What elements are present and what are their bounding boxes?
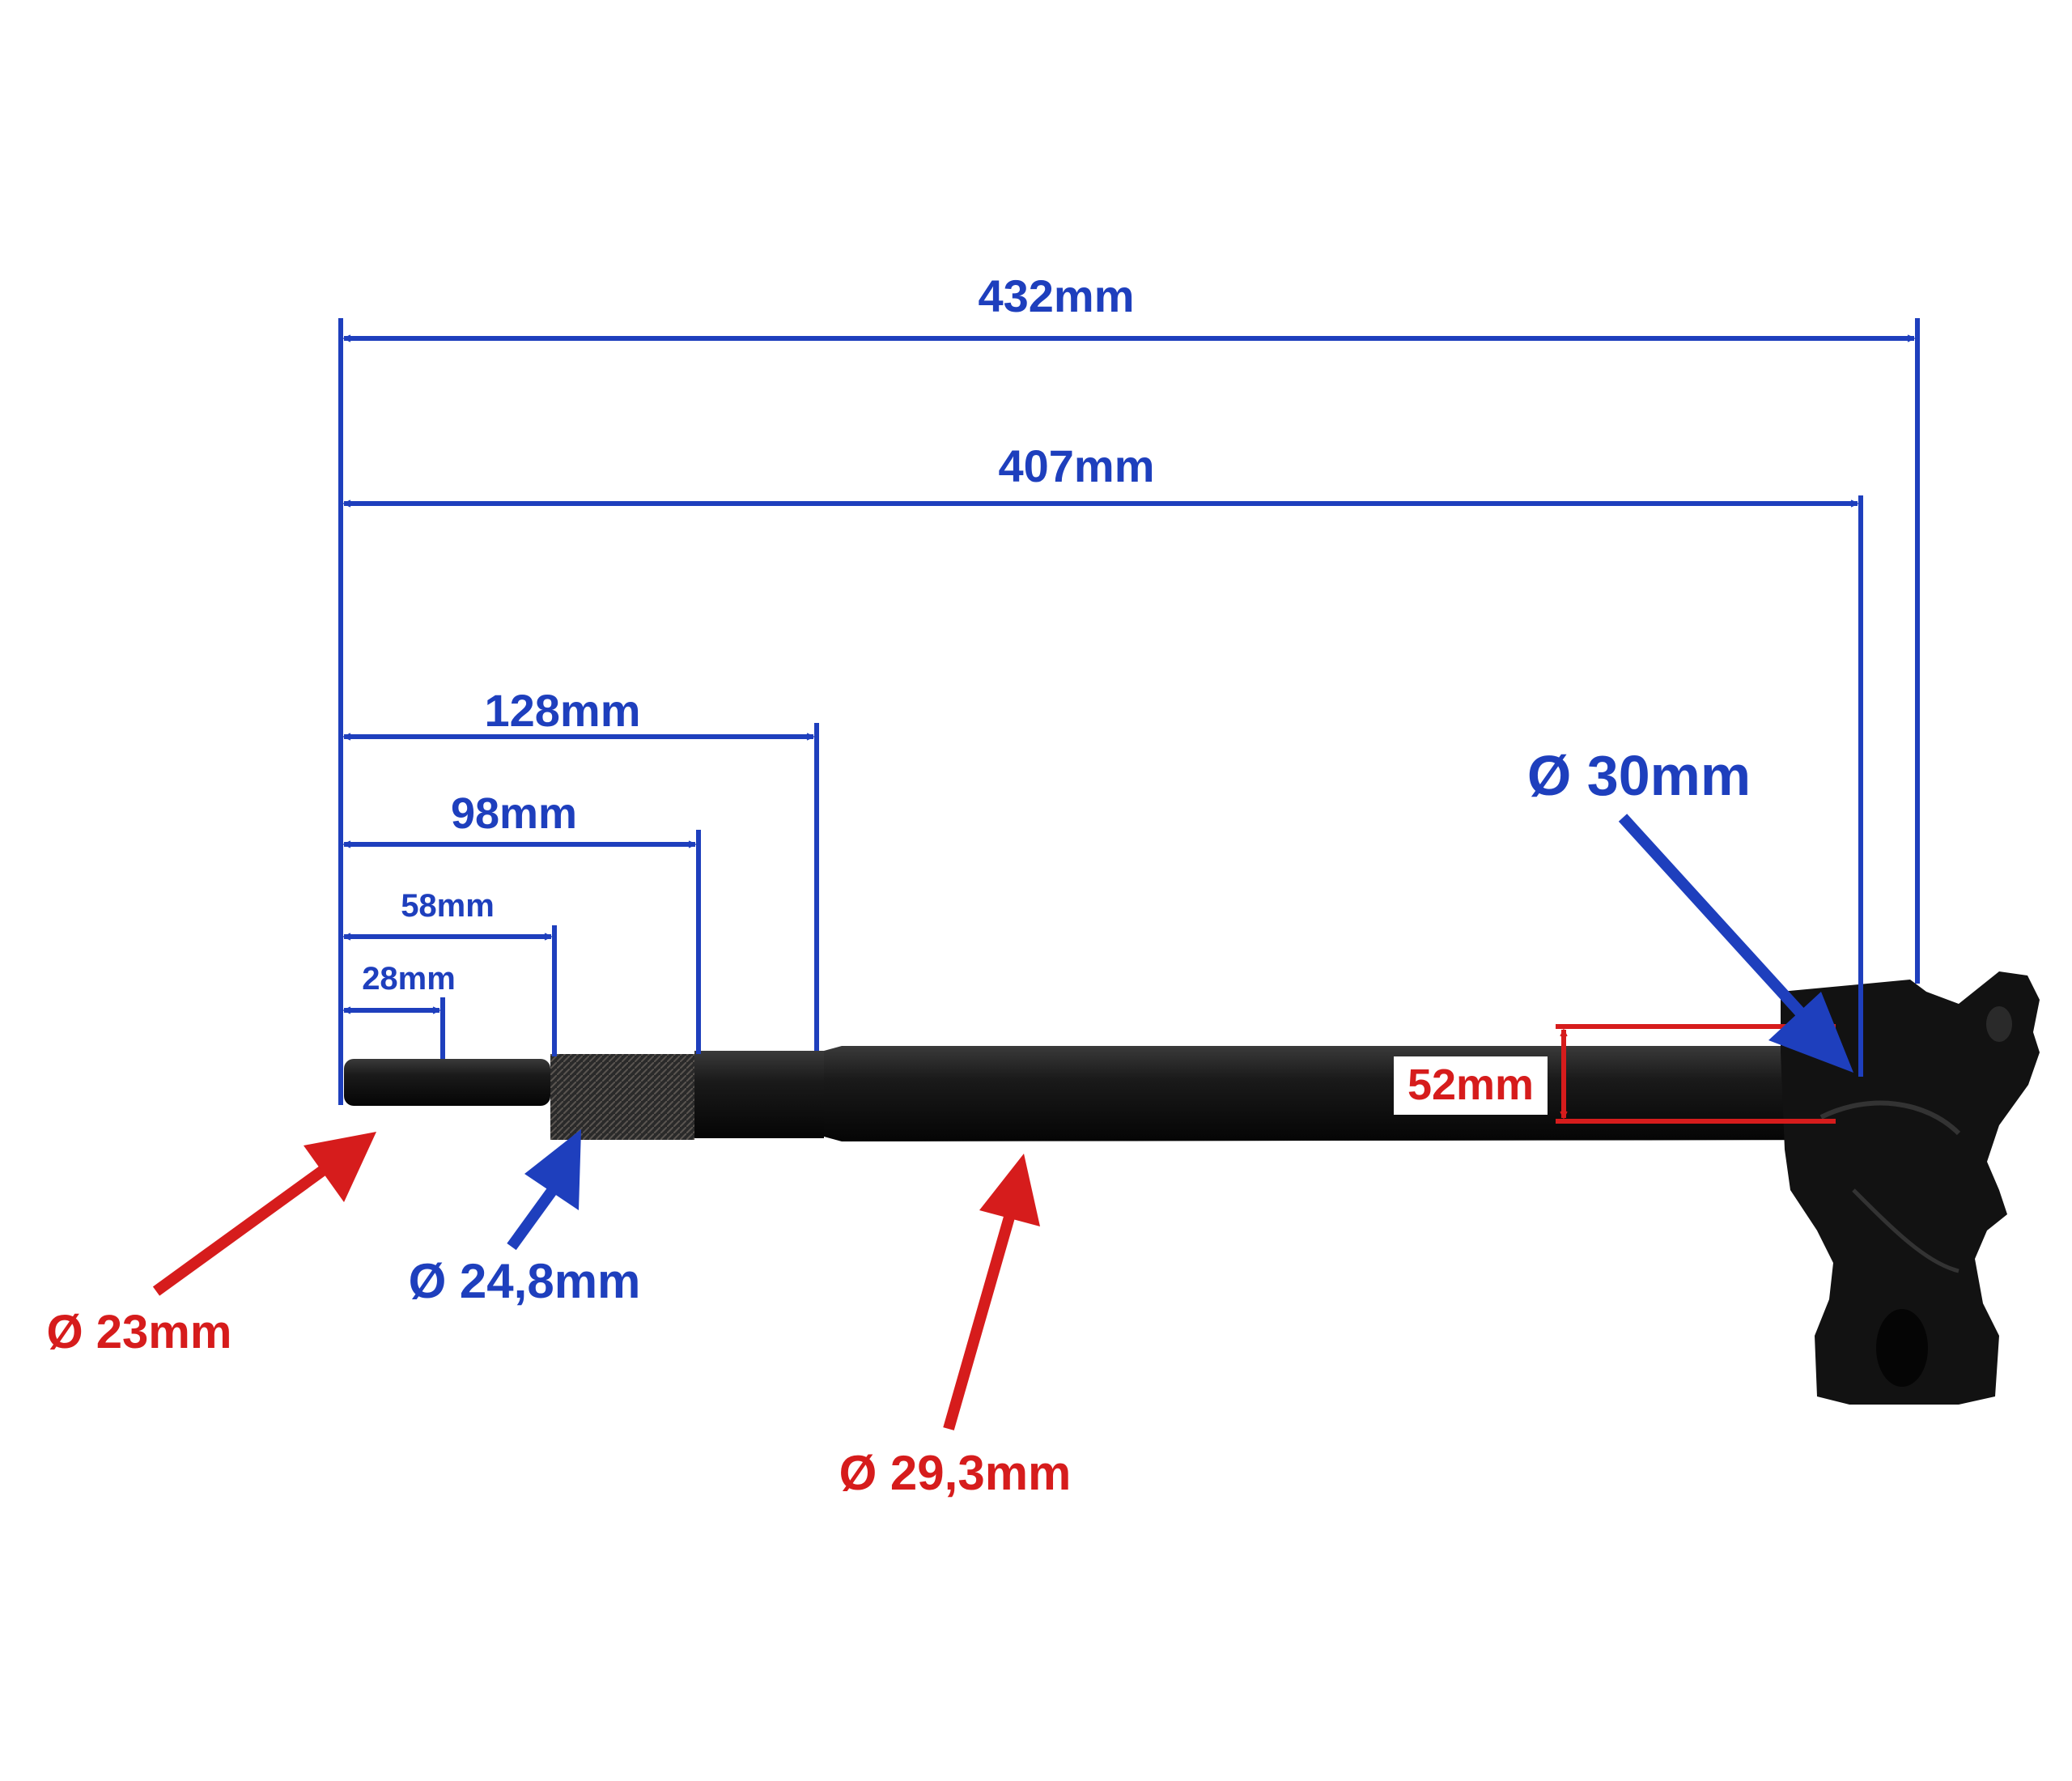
label-28mm: 28mm bbox=[362, 961, 456, 997]
label-128mm: 128mm bbox=[484, 685, 640, 736]
callout-arrow-30 bbox=[1618, 814, 1818, 1031]
label-407mm: 407mm bbox=[998, 440, 1154, 491]
shaft-mid bbox=[694, 1051, 824, 1138]
shaft-thread bbox=[550, 1054, 694, 1140]
label-dia-30mm: Ø 30mm bbox=[1527, 744, 1751, 807]
label-dia-24-8mm: Ø 24,8mm bbox=[409, 1254, 641, 1308]
steering-stem-part bbox=[344, 971, 2040, 1405]
label-58mm: 58mm bbox=[401, 888, 495, 924]
label-52mm-background bbox=[1394, 1056, 1548, 1115]
callout-arrowhead-23 bbox=[304, 1132, 376, 1202]
callout-arrow-29-3 bbox=[943, 1213, 1016, 1430]
label-432mm: 432mm bbox=[978, 270, 1134, 321]
blue-dimension-lines bbox=[338, 318, 1920, 1105]
label-98mm: 98mm bbox=[451, 789, 577, 838]
callout-arrow-23 bbox=[152, 1165, 328, 1296]
callout-arrows bbox=[152, 814, 1853, 1430]
callout-arrowhead-24-8 bbox=[524, 1129, 581, 1210]
shaft-tip bbox=[344, 1059, 550, 1106]
bracket bbox=[1781, 971, 2040, 1405]
callout-arrowhead-30 bbox=[1768, 992, 1853, 1073]
callout-arrowhead-29-3 bbox=[979, 1154, 1040, 1226]
shaft-main bbox=[824, 1046, 1886, 1141]
label-dia-29-3mm: Ø 29,3mm bbox=[839, 1446, 1072, 1500]
label-dia-23mm: Ø 23mm bbox=[47, 1306, 232, 1358]
callout-arrow-24-8 bbox=[507, 1178, 563, 1251]
label-52mm: 52mm bbox=[1408, 1061, 1534, 1109]
